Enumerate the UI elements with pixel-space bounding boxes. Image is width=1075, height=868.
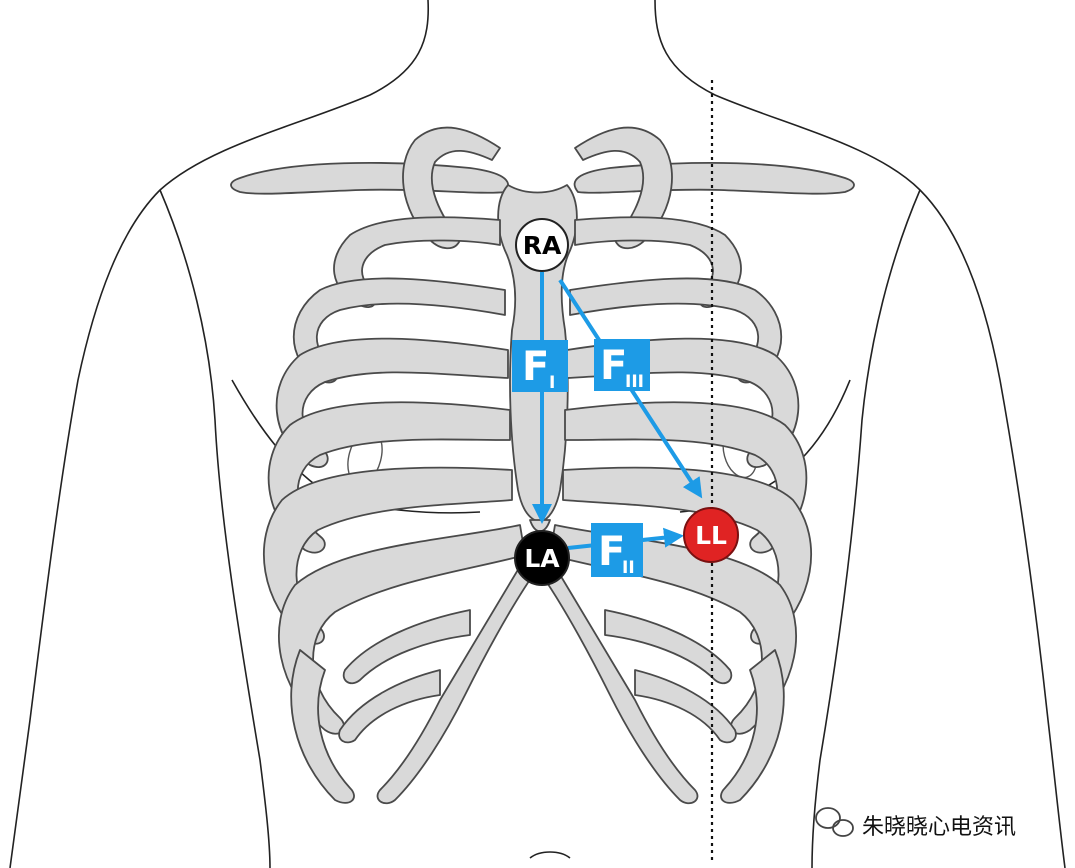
svg-text:LA: LA [524, 544, 560, 573]
lead-label-2: F II [591, 523, 643, 578]
watermark: 朱晓晓心电资讯 [816, 808, 1016, 840]
arm-right-inner [812, 190, 920, 868]
left-costal-margin [378, 558, 540, 803]
electrode-ll: LL [684, 508, 738, 562]
svg-text:LL: LL [695, 521, 727, 550]
svg-text:RA: RA [523, 231, 562, 260]
svg-text:III: III [625, 372, 644, 392]
lead-label-1: F I [512, 340, 568, 393]
right-costal-margin [535, 558, 697, 803]
xiphoid [530, 520, 550, 531]
svg-text:I: I [549, 373, 555, 393]
right-clavicle [575, 163, 854, 194]
left-lower-rib-1 [344, 610, 470, 683]
left-clavicle [231, 163, 508, 194]
watermark-text: 朱晓晓心电资讯 [862, 815, 1016, 840]
wechat-icon [816, 808, 853, 836]
arm-left-inner [160, 190, 270, 868]
svg-text:II: II [622, 558, 635, 578]
svg-text:F: F [600, 343, 627, 389]
svg-text:F: F [522, 344, 549, 390]
lead-label-3: F III [594, 339, 650, 392]
electrode-la: LA [515, 531, 569, 585]
navel [530, 852, 570, 858]
electrode-ra: RA [516, 219, 568, 271]
